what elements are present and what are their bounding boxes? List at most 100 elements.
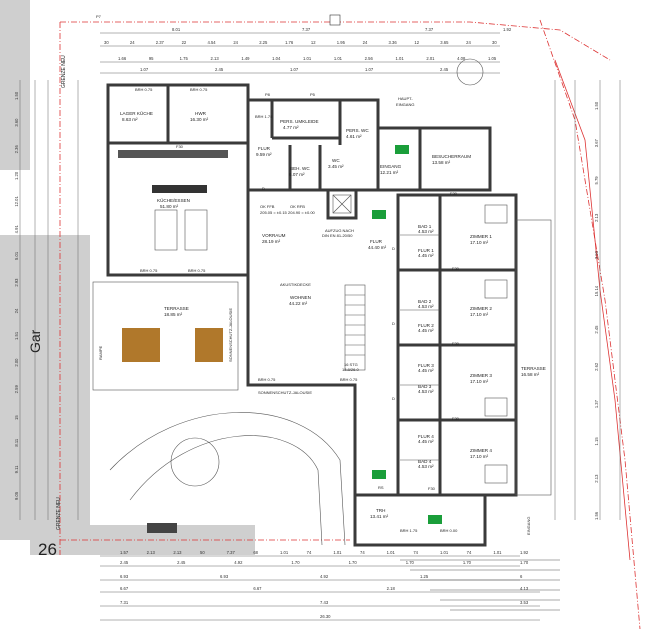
dims-right-label: 2.62 [594, 362, 599, 371]
dims-bottom2-label: 1.70 [291, 560, 300, 565]
room-flur1-area: 4.45 m² [418, 253, 434, 258]
dims-bottom3-label: 1.25 [420, 574, 429, 579]
room-eingang-area: 12.21 m² [380, 170, 399, 175]
label-haupteingang-2: EINGANG [396, 102, 414, 107]
room-personal-umkleide-area: 4.77 m² [283, 125, 299, 130]
dims-top3-label: 2.56 [365, 56, 374, 61]
room-terrasse-right-area: 16.58 m² [521, 372, 540, 377]
room-bad2: BAD 2 [418, 299, 432, 304]
dims-left-label: 2.59 [14, 385, 19, 394]
parcel-number: 26 [38, 540, 57, 559]
label-f30-4: F30 [452, 416, 460, 421]
dims-bottom1-label: 68 [253, 550, 258, 555]
dims-left-label: 4.91 [14, 225, 19, 234]
dims-right-label: 1.15 [594, 437, 599, 446]
room-bad4-area: 4.53 m² [418, 464, 434, 469]
label-jalousie-vertical: SONNENSCHUTZ-JALOUSIE [228, 308, 233, 362]
outdoor-stairs-bottom [400, 559, 560, 611]
elevator-cross-2 [332, 194, 352, 214]
dims-top2-label: 12 [414, 40, 419, 45]
dims-left-label: 9.05 [14, 491, 19, 500]
dims-left-label: 5.01 [14, 251, 19, 260]
room-zimmer1: ZIMMER 1 [470, 234, 492, 239]
dims-left-label: 9.11 [14, 465, 19, 474]
label-p5: P5 [310, 92, 316, 97]
dims-bottom4-label: 6.67 [253, 586, 262, 591]
bed-zimmer-3 [484, 397, 508, 417]
room-vorraum-area: 28.19 m² [262, 239, 281, 244]
label-brh-kitchen-1: BRH 0.75 [140, 268, 158, 273]
label-p8: P8 [265, 92, 271, 97]
dims-right-label: 2.45 [594, 325, 599, 334]
room-terrasse-right: TERRASSE [521, 366, 546, 371]
room-wohnen-area: 44.22 m² [289, 301, 308, 306]
label-aufzug-norm: DIN EN 81-20/50 [322, 233, 353, 238]
label-haupteingang-1: HAUPT- [398, 96, 413, 101]
garden-path [109, 412, 346, 546]
dims-bottom3-label: 6.93 [120, 574, 129, 579]
room-wohnen: WOHNEN [290, 295, 311, 300]
dims-top2-label: 4.54 [207, 40, 216, 45]
dims-bottom1-label: 1.01 [387, 550, 396, 555]
dims-left-label: 2.93 [14, 278, 19, 287]
dims-top2-label: 24 [466, 40, 471, 45]
exit-sign-trh [428, 515, 442, 524]
dims-left-label: 3.60 [14, 118, 19, 127]
label-aufzug: AUFZUG NACH [325, 228, 354, 233]
room-flur2: FLUR 2 [418, 323, 434, 328]
room-terrasse-left: TERRASSE [164, 306, 189, 311]
dims-left-label: 1.20 [14, 171, 19, 180]
dims-bottom1-label: 1.01 [440, 550, 449, 555]
room-flur3-area: 4.45 m² [418, 368, 434, 373]
dims-top4-label: 2.45 [440, 67, 449, 72]
lounger-2 [195, 328, 223, 362]
dims-bottom2-label: 2.45 [120, 560, 129, 565]
label-d-2: D [392, 246, 395, 251]
dims-right-label: 2.13 [594, 474, 599, 483]
dims-top3-label: 1.04 [272, 56, 281, 61]
room-hwr: HWR [195, 111, 207, 116]
label-f30-3: F30 [452, 341, 460, 346]
dims-top4-label: 1.07 [365, 67, 374, 72]
dim-top-3: 7.37 [425, 27, 434, 32]
dims-bottom1-label: 7.37 [227, 550, 236, 555]
room-trh-area: 13.41 m² [370, 514, 389, 519]
bench [147, 523, 177, 533]
room-flur-top-area: 9.59 m² [256, 152, 272, 157]
grenze-label-top: GRENZE NEU [61, 55, 67, 88]
label-brh-trh-1: BRH 1.75 [400, 528, 418, 533]
label-stair-ratio: 18.8/26.0 [342, 367, 359, 372]
dims-bottom2-label: 2.45 [177, 560, 186, 565]
dims-bottom5-label: 3.53 [520, 600, 529, 605]
room-besucherraum: BESUCHERRAUM [432, 154, 471, 159]
dim-top-2: 7.37 [302, 27, 311, 32]
label-brh-top: BRH 1.75 [255, 114, 273, 119]
dimension-chain-bottom [100, 555, 540, 621]
tree [456, 58, 484, 86]
dims-top3-label: 1.01 [396, 56, 405, 61]
dims-bottom4-label: 6.67 [120, 586, 129, 591]
dims-top2-label: 30 [104, 40, 109, 45]
room-bad1: BAD 1 [418, 224, 432, 229]
dims-right-label: 1.37 [594, 399, 599, 408]
room-kueche: KÜCHE/ESSEN [157, 197, 190, 203]
dims-top3-label: 1.49 [241, 56, 250, 61]
neighbour-building-mid [0, 235, 90, 540]
label-brh-trh-2: BRH 0.00 [440, 528, 458, 533]
dims-top2-label: 24 [130, 40, 135, 45]
dims-bottom1-label: 74 [467, 550, 472, 555]
label-brh-kitchen-2: BRH 0.75 [188, 268, 206, 273]
dims-bottom1-label: 74 [413, 550, 418, 555]
dimension-labels-left: 1.503.602.361.2012.014.915.012.93241.512… [14, 91, 19, 500]
dims-left-label: 1.50 [14, 91, 19, 100]
dimension-chain-top: 8.01 7.37 7.37 1.92 [100, 27, 512, 74]
dims-top3-label: 1.75 [180, 56, 189, 61]
dims-left-label: 15 [14, 415, 19, 420]
dims-top3-label: 1.01 [334, 56, 343, 61]
room-vorraum: VORRAUM [262, 233, 286, 238]
dims-top2-label: 2.25 [259, 40, 268, 45]
label-f30-1: F30 [176, 144, 184, 149]
